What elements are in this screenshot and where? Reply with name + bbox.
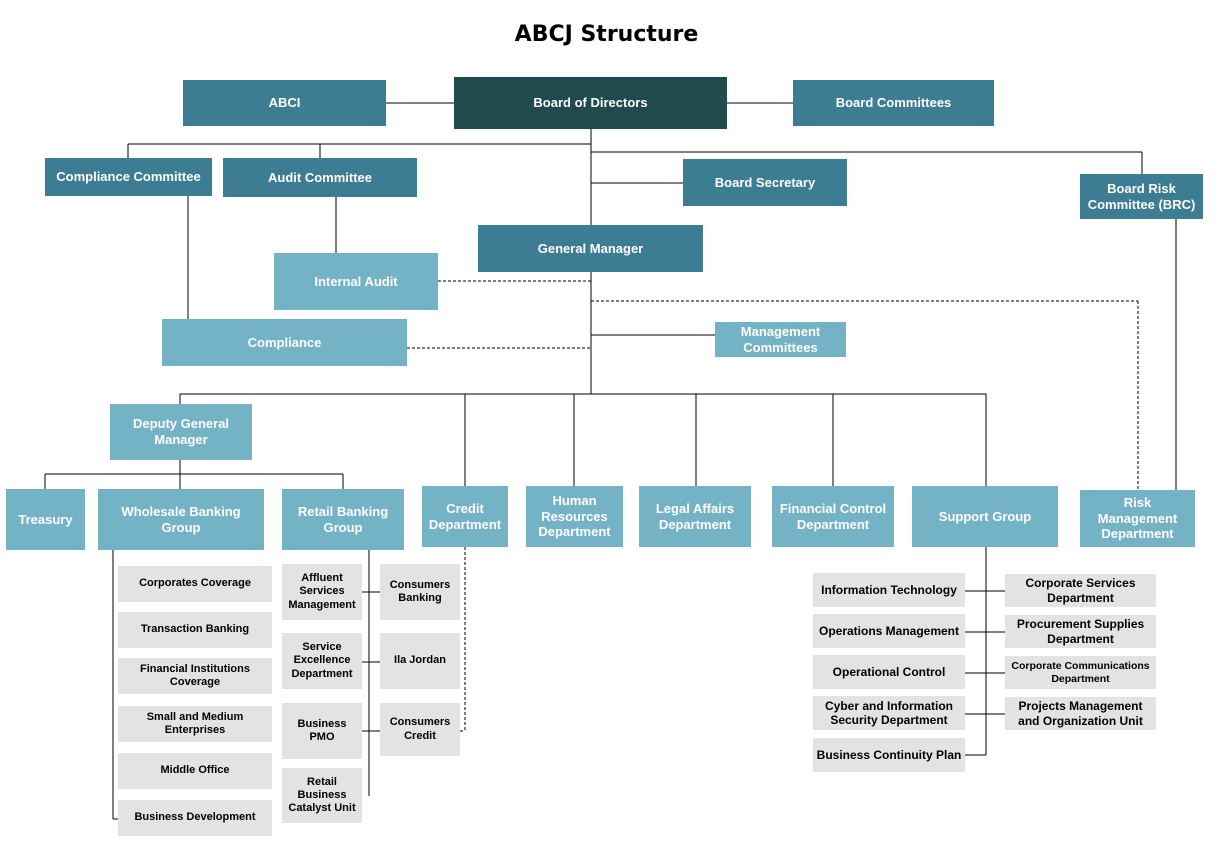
human-resources-department-box: Human Resources Department [526,486,623,547]
board-committees-box: Board Committees [793,80,994,126]
retail-unit: Service Excellence Department [282,633,362,689]
compliance-committee-box: Compliance Committee [45,158,212,196]
deputy-general-manager-box: Deputy General Manager [110,404,252,460]
support-unit: Projects Management and Organization Uni… [1005,697,1156,730]
support-unit: Corporate Services Department [1005,574,1156,607]
audit-committee-box: Audit Committee [223,158,417,197]
retail-banking-group-box: Retail Banking Group [282,489,404,550]
consumer-unit: Consumers Credit [380,703,460,756]
wholesale-unit: Financial Institutions Coverage [118,658,272,694]
wholesale-unit: Transaction Banking [118,612,272,648]
consumer-unit: Consumers Banking [380,564,460,620]
risk-management-department-box: Risk Management Department [1080,490,1195,547]
abci-box: ABCI [183,80,386,126]
compliance-box: Compliance [162,319,407,366]
board-risk-committee-box: Board Risk Committee (BRC) [1080,174,1203,219]
wholesale-unit: Business Development [118,800,272,836]
support-unit: Corporate Communications Department [1005,656,1156,689]
wholesale-unit: Small and Medium Enterprises [118,706,272,742]
board-of-directors-box: Board of Directors [454,77,727,129]
support-group-box: Support Group [912,486,1058,547]
chart-title: ABCJ Structure [514,22,699,47]
support-unit: Information Technology [813,573,965,607]
retail-unit: Business PMO [282,703,362,759]
retail-unit: Affluent Services Management [282,564,362,620]
credit-department-box: Credit Department [422,486,508,547]
wholesale-unit: Middle Office [118,753,272,789]
support-unit: Operational Control [813,655,965,689]
financial-control-department-box: Financial Control Department [772,486,894,547]
retail-unit: Retail Business Catalyst Unit [282,768,362,823]
support-unit: Operations Management [813,614,965,648]
management-committees-box: Management Committees [715,322,846,357]
support-unit: Procurement Supplies Department [1005,615,1156,648]
general-manager-box: General Manager [478,225,703,272]
consumer-unit: Ila Jordan [380,633,460,689]
legal-affairs-department-box: Legal Affairs Department [639,486,751,547]
internal-audit-box: Internal Audit [274,253,438,310]
treasury-box: Treasury [6,489,85,550]
support-unit: Cyber and Information Security Departmen… [813,696,965,730]
wholesale-unit: Corporates Coverage [118,566,272,602]
wholesale-banking-group-box: Wholesale Banking Group [98,489,264,550]
support-unit: Business Continuity Plan [813,738,965,772]
board-secretary-box: Board Secretary [683,159,847,206]
